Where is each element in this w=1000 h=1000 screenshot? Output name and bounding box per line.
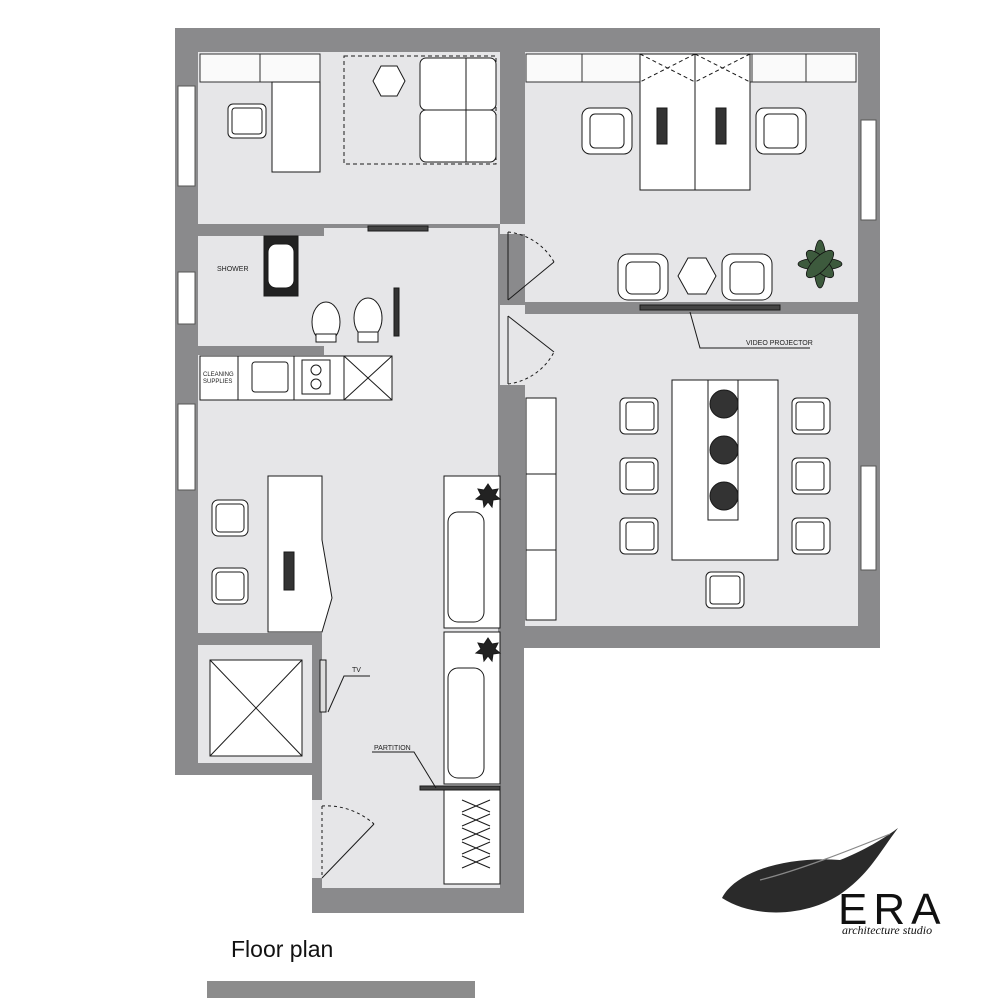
- leader-lines: [327, 311, 810, 789]
- video-projector-label: VIDEO PROJECTOR: [746, 340, 813, 347]
- sofa-seat-1: [419, 57, 497, 111]
- tv-label: TV: [352, 667, 361, 674]
- kitchenette: [199, 355, 393, 401]
- leaf-icon-1: [474, 483, 502, 509]
- laptop-right: [715, 107, 727, 145]
- armchair-left: [581, 107, 633, 155]
- cleaning-label-2: SUPPLIES: [203, 379, 232, 385]
- conf-chair-r3: [791, 517, 831, 555]
- centerpiece-2: [709, 435, 739, 465]
- windows: [177, 85, 877, 571]
- rug-dashed: [343, 55, 497, 165]
- stool-2: [211, 567, 249, 605]
- window-left-2: [177, 271, 196, 325]
- armchair-right: [755, 107, 807, 155]
- partition-line: [419, 785, 501, 791]
- lounge-chair-right: [721, 253, 773, 301]
- kitchen-sink: [251, 361, 289, 393]
- era-logo: ERA architecture studio: [722, 828, 946, 937]
- bedroom-furniture: [227, 55, 497, 232]
- door-entry: [321, 823, 375, 879]
- logo-name: ERA: [838, 885, 946, 934]
- leaf-icon-2: [474, 637, 502, 663]
- coffee-table-hexagon: [677, 257, 717, 295]
- conference-furniture: [619, 304, 831, 609]
- conf-chair-l3: [619, 517, 659, 555]
- conf-chair-end: [705, 571, 745, 609]
- centerpiece-1: [709, 389, 739, 419]
- desk-top-left: [271, 81, 321, 173]
- side-table-hexagon: [372, 65, 406, 97]
- brush-stroke: [722, 828, 898, 913]
- plant-icon: [797, 239, 843, 289]
- cabinets: [199, 53, 857, 83]
- doors: [321, 231, 555, 879]
- conf-chair-r1: [791, 397, 831, 435]
- window-left-1: [177, 85, 196, 187]
- door-gap-conference: [500, 305, 525, 385]
- chair-top-left: [227, 103, 267, 139]
- shower-label: SHOWER: [217, 266, 249, 273]
- title-underline-bar: [207, 981, 475, 998]
- lounge-chair-left: [617, 253, 669, 301]
- partition-label: PARTITION: [374, 745, 411, 752]
- cleaning-label-1: CLEANING: [203, 372, 234, 378]
- window-right-2: [860, 465, 877, 571]
- page-title: Floor plan: [231, 936, 334, 962]
- living-furniture: [211, 475, 333, 713]
- sink-basin: [267, 243, 295, 289]
- corridor-furniture: [419, 397, 557, 885]
- conf-chair-l2: [619, 457, 659, 495]
- hangers: [461, 799, 491, 869]
- window-right-1: [860, 119, 877, 221]
- bathroom-fixtures: [263, 235, 400, 343]
- bath-door-rail: [393, 287, 400, 337]
- laptop-left: [656, 107, 668, 145]
- sofa-seat-2: [419, 109, 497, 163]
- projector-screen: [639, 304, 781, 311]
- wall-shelf: [367, 225, 429, 232]
- meeting-top-furniture: [581, 53, 807, 301]
- tv-panel: [319, 659, 327, 713]
- door-gap-office: [500, 224, 525, 234]
- logo-tagline: architecture studio: [842, 923, 932, 937]
- centerpiece-3: [709, 481, 739, 511]
- door-openings: [312, 224, 525, 878]
- elevator: [209, 659, 303, 757]
- window-left-3: [177, 403, 196, 491]
- shelf-unit: [525, 397, 557, 621]
- island-counter: [267, 475, 333, 633]
- stool-1: [211, 499, 249, 537]
- laptop-island: [283, 551, 295, 591]
- conf-chair-l1: [619, 397, 659, 435]
- door-gap-entry: [312, 800, 324, 878]
- conf-chair-r2: [791, 457, 831, 495]
